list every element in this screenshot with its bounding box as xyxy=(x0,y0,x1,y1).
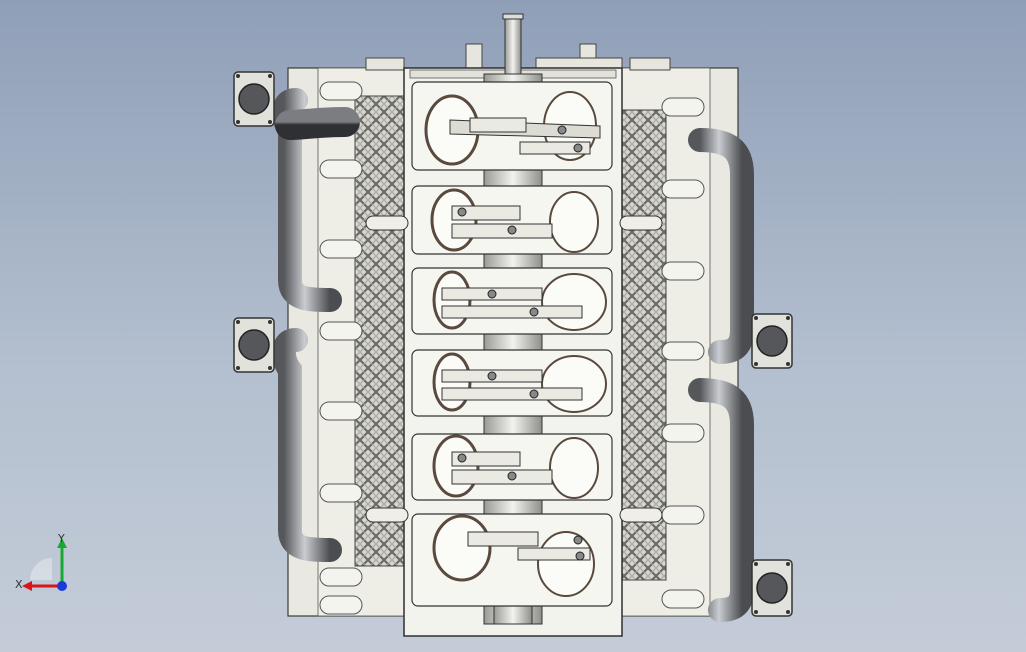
right-exhaust-manifold-upper[interactable] xyxy=(665,128,793,369)
left-cylinder-bank[interactable] xyxy=(287,67,408,617)
right-exhaust-manifold-lower[interactable] xyxy=(665,378,793,622)
mount-brackets xyxy=(365,215,663,523)
left-bank-slots xyxy=(319,81,363,615)
z-axis-icon xyxy=(57,581,67,591)
left-exhaust-manifold-lower[interactable] xyxy=(233,317,360,562)
crank-throw-5[interactable] xyxy=(411,433,613,501)
crank-throw-2[interactable] xyxy=(411,185,613,255)
left-exhaust-manifold-upper[interactable] xyxy=(233,71,360,312)
y-axis-arrow-icon xyxy=(57,538,67,548)
right-bank-slots xyxy=(661,97,705,609)
top-bosses xyxy=(365,43,671,71)
x-axis-label: X xyxy=(15,578,23,591)
triad-plane xyxy=(30,558,52,580)
crank-throw-4[interactable] xyxy=(411,349,613,417)
y-axis-label: Y xyxy=(57,532,65,545)
crank-throw-3[interactable] xyxy=(411,267,613,335)
crank-throw-1[interactable] xyxy=(411,81,613,171)
x-axis-arrow-icon xyxy=(22,581,32,591)
crank-throw-6[interactable] xyxy=(411,513,613,607)
axis-triad: Y X xyxy=(15,532,67,591)
